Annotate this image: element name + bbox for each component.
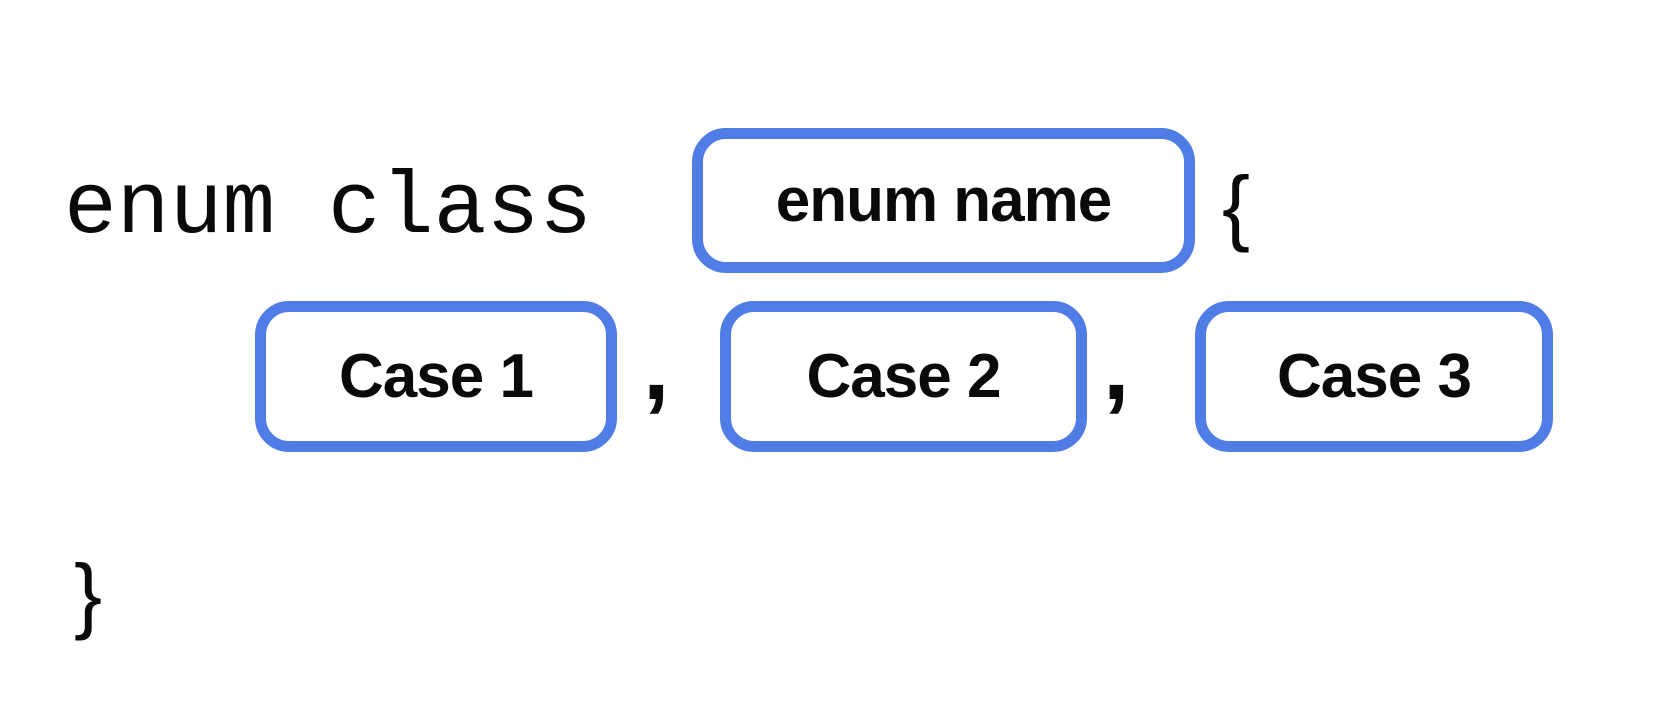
case-2-placeholder-box: Case 2: [720, 301, 1087, 452]
case-1-placeholder-box: Case 1: [255, 301, 617, 452]
case-3-placeholder-box: Case 3: [1195, 301, 1553, 452]
case-3-label: Case 3: [1277, 342, 1472, 411]
closing-brace: }: [74, 547, 103, 641]
comma-separator: ,: [643, 314, 670, 420]
enum-class-keyword: enum class: [64, 160, 593, 259]
case-2-label: Case 2: [806, 342, 1002, 411]
case-1-label: Case 1: [339, 342, 534, 411]
enum-name-placeholder-box: enum name: [692, 128, 1195, 273]
comma-separator: ,: [1103, 314, 1130, 420]
opening-brace: {: [1222, 159, 1251, 253]
enum-name-label: enum name: [775, 166, 1113, 235]
